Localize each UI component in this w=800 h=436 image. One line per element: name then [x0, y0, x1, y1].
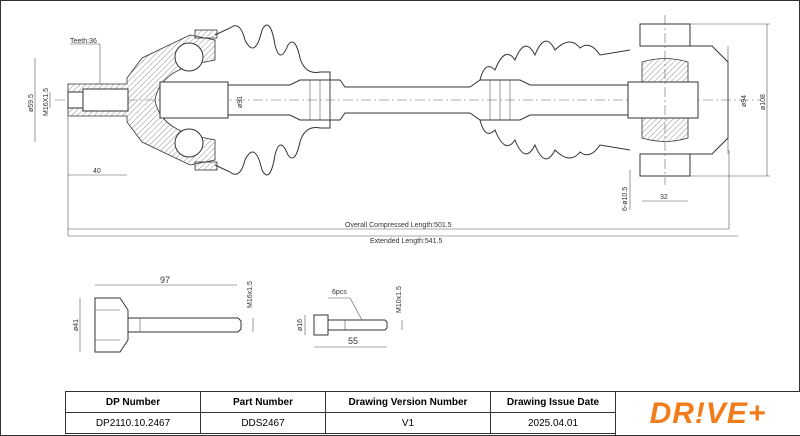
extended-length-label: Extended Length:541.5 — [370, 238, 443, 245]
boot-clamp — [194, 29, 218, 39]
small-bolt-thread-label: M10x1.5 — [396, 286, 403, 313]
bolt-head-dia-label: ø41 — [73, 319, 80, 331]
header-dp-number: DP Number — [65, 391, 201, 413]
hub-bolt: 97 ø41 M16x1.5 — [73, 275, 254, 353]
dim-40-label: 40 — [93, 168, 101, 175]
drawing-version-value: V1 — [325, 412, 491, 434]
header-part-number: Part Number — [200, 391, 326, 413]
header-drawing-version: Drawing Version Number — [325, 391, 491, 413]
dia-59-5-label: ø59.5 — [28, 94, 35, 112]
holes-label: 6-ø10.5 — [622, 187, 629, 211]
dia-91-label: ø91 — [237, 96, 244, 108]
shaft — [228, 79, 630, 121]
dimensions: Teeth:36 ø59.5 M16X1.5 40 ø91 ø94 ø108 6… — [28, 23, 770, 245]
dim-32-label: 32 — [660, 194, 668, 201]
dia-108-label: ø108 — [760, 94, 767, 110]
boot-clamp — [194, 161, 218, 171]
part-number-value: DDS2467 — [200, 412, 326, 434]
bolt-length-label: 97 — [160, 275, 170, 285]
teeth-label: Teeth:36 — [70, 38, 97, 45]
brand-logo: DR!VE+ — [615, 391, 800, 436]
small-bolt-head-dia-label: ø16 — [297, 319, 304, 331]
overall-length-label: Overall Compressed Length:501.5 — [345, 222, 452, 229]
inner-cv-joint — [67, 34, 229, 166]
thread-left-label: M16X1.5 — [43, 88, 50, 116]
title-block: DP Number Part Number Drawing Version Nu… — [65, 391, 616, 434]
small-bolt-qty-label: 6pcs — [332, 289, 347, 296]
logo-text: DR!VE+ — [649, 396, 767, 430]
bolt-thread-label: M16x1.5 — [247, 281, 254, 308]
outer-boot — [479, 40, 631, 160]
issue-date-value: 2025.04.01 — [490, 412, 616, 434]
small-bolt-length-label: 55 — [348, 336, 358, 346]
dia-94-label: ø94 — [741, 95, 748, 107]
flange-bolt: 6pcs M10x1.5 ø16 55 — [297, 286, 403, 348]
outer-cv-joint — [627, 15, 729, 185]
header-issue-date: Drawing Issue Date — [490, 391, 616, 413]
dp-number-value: DP2110.10.2467 — [65, 412, 201, 434]
